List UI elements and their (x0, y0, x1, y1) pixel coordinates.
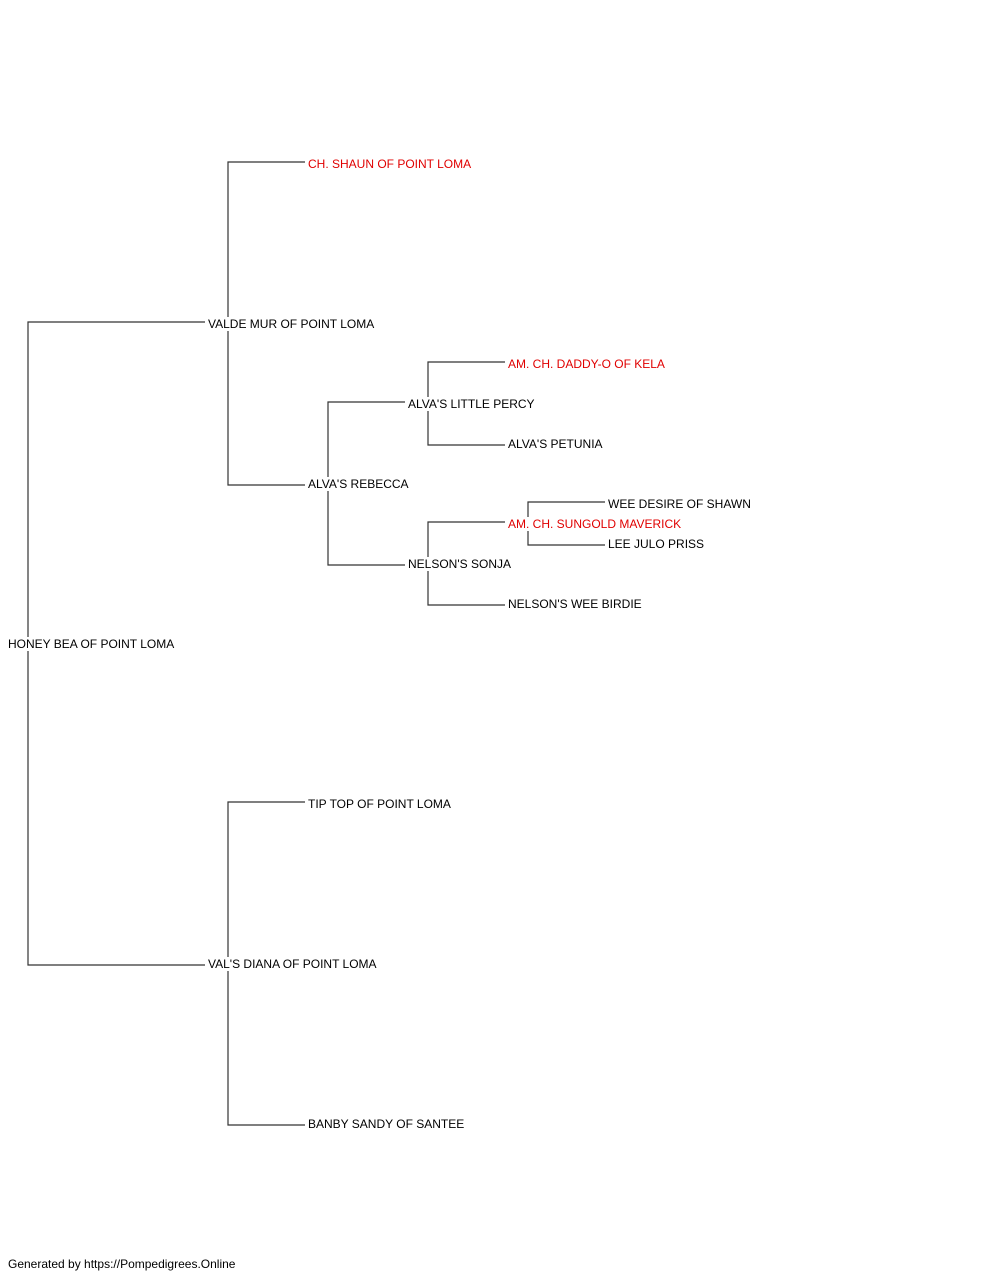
dam-name: VAL'S DIANA OF POINT LOMA (207, 957, 378, 971)
sire-dam-dam-sire-dam-name: LEE JULO PRISS (607, 537, 706, 551)
sire-dam-dam-sire-sire-name: WEE DESIRE OF SHAWN (607, 497, 752, 511)
sire-dam-dam-sire-name: AM. CH. SUNGOLD MAVERICK (507, 517, 683, 531)
sire-dam-dam-dam-name: NELSON'S WEE BIRDIE (507, 597, 643, 611)
dam-sire-name: TIP TOP OF POINT LOMA (307, 797, 452, 811)
sire-sire-name: CH. SHAUN OF POINT LOMA (307, 157, 473, 171)
sire-dam-sire-sire-name: AM. CH. DADDY-O OF KELA (507, 357, 666, 371)
sire-dam-dam-name: NELSON'S SONJA (407, 557, 512, 571)
footer-credit: Generated by https://Pompedigrees.Online (8, 1257, 236, 1271)
sire-dam-sire-name: ALVA'S LITTLE PERCY (407, 397, 536, 411)
sire-dam-name: ALVA'S REBECCA (307, 477, 410, 491)
dam-dam-name: BANBY SANDY OF SANTEE (307, 1117, 466, 1131)
sire-name: VALDE MUR OF POINT LOMA (207, 317, 376, 331)
sire-dam-sire-dam-name: ALVA'S PETUNIA (507, 437, 604, 451)
subject-name: HONEY BEA OF POINT LOMA (7, 637, 176, 651)
